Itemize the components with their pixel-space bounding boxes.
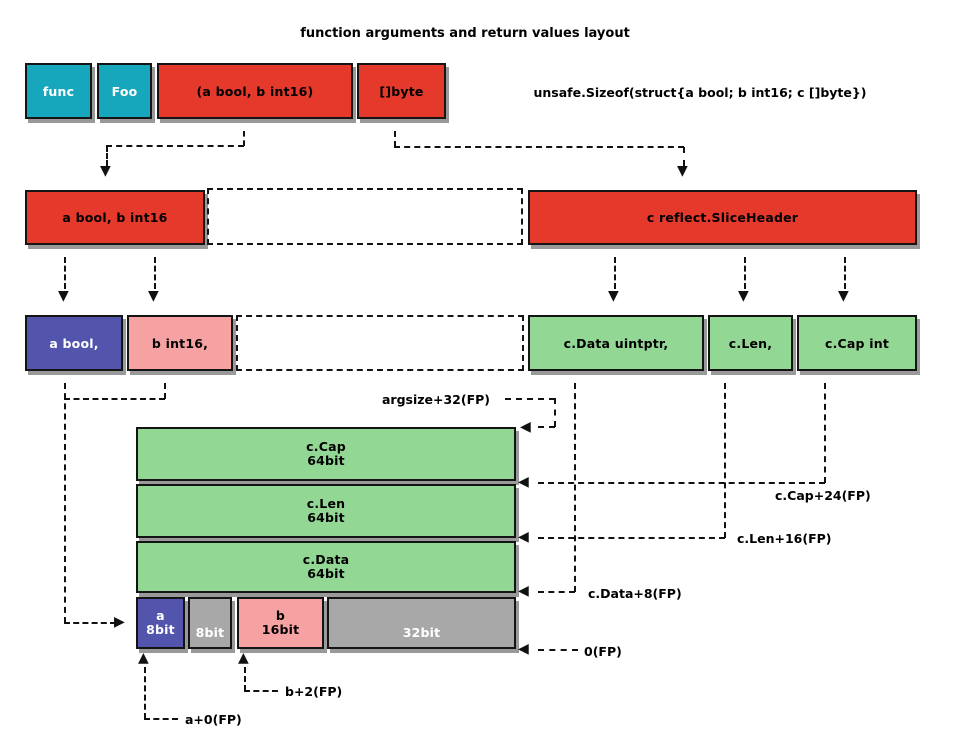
box-return-type: []byte xyxy=(357,63,446,119)
path-b-vline xyxy=(164,383,166,399)
connector-a-vline xyxy=(64,257,66,289)
bit-box-pad1: 8bit xyxy=(188,597,232,649)
bit-box-pad2: 32bit xyxy=(327,597,516,649)
box-func-name: Foo xyxy=(97,63,152,119)
stack-box-cdata: c.Data 64bit xyxy=(136,541,516,593)
placeholder-box-row3 xyxy=(236,315,524,371)
connector-cap-vline xyxy=(844,257,846,289)
connector-args-vline xyxy=(106,146,108,166)
box-func-keyword: func xyxy=(25,63,92,119)
arrow-right-icon: ▶ xyxy=(114,614,125,630)
box-field-b: b int16, xyxy=(127,315,233,371)
offset-ccap-vline xyxy=(824,383,826,483)
placeholder-box-row2 xyxy=(207,188,523,245)
box-field-clen: c.Len, xyxy=(708,315,793,371)
arrow-left-icon: ◀ xyxy=(520,419,531,435)
bit-b-label: b xyxy=(275,607,286,623)
connector-byte-vline xyxy=(683,147,685,166)
bit-a-size: 8bit xyxy=(146,622,175,637)
label-a-offset: a+0(FP) xyxy=(185,712,242,727)
offset-cdata-hline xyxy=(538,591,575,593)
bit-b-size: 16bit xyxy=(261,622,300,637)
stack-cdata-name: c.Data xyxy=(302,551,350,567)
offset-clen-vline xyxy=(724,383,726,538)
a-offset-vline xyxy=(144,667,146,719)
b-offset-vline xyxy=(244,667,246,691)
path-b-hline xyxy=(64,398,165,400)
stack-box-clen: c.Len 64bit xyxy=(136,484,516,538)
bit-box-a: a 8bit xyxy=(136,597,185,649)
a-offset-hline xyxy=(144,718,178,720)
label-argsize: argsize+32(FP) xyxy=(381,392,490,407)
arrow-left-icon: ◀ xyxy=(518,583,529,599)
arrow-down-icon: ▼ xyxy=(677,163,688,179)
path-a-vline xyxy=(64,383,66,623)
box-args-group: a bool, b int16 xyxy=(25,190,205,245)
connector-byte-hline xyxy=(394,146,684,148)
offset-zero-hline xyxy=(538,649,578,651)
argsize-hline2 xyxy=(538,426,555,428)
arrow-left-icon: ◀ xyxy=(518,474,529,490)
connector-args-hline xyxy=(106,145,244,147)
label-zero-offset: 0(FP) xyxy=(584,644,622,659)
arrow-up-icon: ▲ xyxy=(138,650,149,666)
arrow-left-icon: ◀ xyxy=(518,529,529,545)
connector-byte-tick xyxy=(394,131,396,147)
box-slice-header: c reflect.SliceHeader xyxy=(528,190,917,245)
arrow-down-icon: ▼ xyxy=(738,288,749,304)
connector-data-vline xyxy=(614,257,616,289)
argsize-hline xyxy=(505,398,555,400)
path-a-hline xyxy=(64,622,116,624)
stack-ccap-size: 64bit xyxy=(307,453,345,468)
arrow-down-icon: ▼ xyxy=(838,288,849,304)
sizeof-note: unsafe.Sizeof(struct{a bool; b int16; c … xyxy=(533,85,867,100)
label-ccap-offset: c.Cap+24(FP) xyxy=(775,488,871,503)
arrow-up-icon: ▲ xyxy=(238,650,249,666)
connector-b-vline xyxy=(154,257,156,289)
connector-len-vline xyxy=(744,257,746,289)
stack-clen-size: 64bit xyxy=(307,510,345,525)
box-field-ccap: c.Cap int xyxy=(797,315,917,371)
label-cdata-offset: c.Data+8(FP) xyxy=(588,586,682,601)
b-offset-hline xyxy=(244,690,278,692)
bit-box-b: b 16bit xyxy=(237,597,324,649)
argsize-vline xyxy=(554,398,556,427)
stack-cdata-size: 64bit xyxy=(307,566,345,581)
connector-args-tick xyxy=(243,131,245,146)
arrow-down-icon: ▼ xyxy=(100,163,111,179)
label-b-offset: b+2(FP) xyxy=(285,684,343,699)
bit-a-label: a xyxy=(156,607,165,623)
arrow-down-icon: ▼ xyxy=(608,288,619,304)
label-clen-offset: c.Len+16(FP) xyxy=(737,531,832,546)
stack-clen-name: c.Len xyxy=(306,495,346,511)
arrow-left-icon: ◀ xyxy=(518,641,529,657)
page-title: function arguments and return values lay… xyxy=(300,26,630,41)
offset-ccap-hline xyxy=(538,482,825,484)
box-field-a: a bool, xyxy=(25,315,123,371)
arrow-down-icon: ▼ xyxy=(148,288,159,304)
offset-cdata-vline xyxy=(574,383,576,592)
box-field-cdata: c.Data uintptr, xyxy=(528,315,704,371)
stack-ccap-name: c.Cap xyxy=(306,438,346,454)
arrow-down-icon: ▼ xyxy=(58,288,69,304)
offset-clen-hline xyxy=(538,537,725,539)
box-arg-tuple: (a bool, b int16) xyxy=(157,63,353,119)
stack-box-ccap: c.Cap 64bit xyxy=(136,427,516,481)
